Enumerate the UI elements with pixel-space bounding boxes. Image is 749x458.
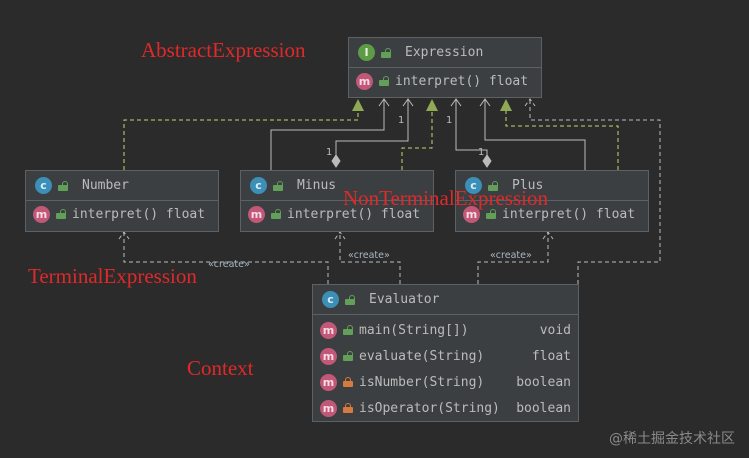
method-icon: m <box>356 72 373 90</box>
method-icon: m <box>320 321 337 339</box>
method-signature: evaluate(String) <box>359 348 485 364</box>
arrow-head-7 <box>334 231 346 240</box>
realization-minus-line <box>401 110 433 170</box>
method-row: m interpret() float <box>349 68 541 94</box>
method-return-type: float <box>531 348 571 364</box>
dependency-evaluator-number <box>123 232 329 284</box>
node-title: Number <box>82 178 129 193</box>
public-lock-icon <box>271 209 281 219</box>
arrow-head-1 <box>378 98 390 107</box>
association-minus-body <box>335 99 409 160</box>
node-title: Evaluator <box>369 292 440 307</box>
method-row: m interpret() float <box>241 201 433 227</box>
annotation-terminal-expression: TerminalExpression <box>28 264 197 288</box>
annotation-abstract-expression: AbstractExpression <box>141 38 306 62</box>
node-header: c Plus <box>456 171 648 201</box>
method-signature: isNumber(String) <box>359 374 485 390</box>
public-lock-icon <box>486 209 496 219</box>
arrow-head-5 <box>524 98 536 107</box>
arrow-head-4 <box>479 98 491 107</box>
watermark: @稀土掘金技术社区 <box>609 431 735 447</box>
method-icon: m <box>463 205 480 223</box>
expression-interface-node[interactable]: I Expression m interpret() float <box>348 37 542 98</box>
node-header: c Evaluator <box>313 285 578 315</box>
node-header: c Number <box>26 171 218 201</box>
association-minus-left <box>270 99 385 170</box>
class-icon: c <box>250 177 267 194</box>
method-signature: main(String[]) <box>359 322 469 338</box>
multiplicity-one-a: 1 <box>398 115 404 126</box>
create-label-plus: «create» <box>490 250 532 261</box>
method-icon: m <box>33 205 50 223</box>
dependency-evaluator-expression <box>529 99 661 298</box>
realization-arrowhead-number <box>352 99 364 111</box>
dependency-evaluator-minus <box>339 232 401 284</box>
method-icon: m <box>320 373 337 391</box>
multiplicity-one-d: 1 <box>478 147 484 158</box>
method-row: m main(String[]) void <box>313 317 578 343</box>
number-class-node[interactable]: c Number m interpret() float <box>25 170 219 232</box>
composition-diamond-plus <box>482 154 492 168</box>
class-icon: c <box>322 291 339 308</box>
realization-number-line <box>123 110 359 170</box>
association-plus-right <box>484 99 586 170</box>
class-icon: c <box>465 177 482 194</box>
realization-plus-line <box>505 110 619 170</box>
public-lock-icon <box>488 180 498 191</box>
create-label-minus: «create» <box>348 250 390 261</box>
method-return-type: boolean <box>516 400 571 416</box>
minus-class-node[interactable]: c Minus m interpret() float <box>240 170 434 232</box>
public-lock-icon <box>273 180 283 191</box>
arrow-head-6 <box>118 231 130 240</box>
method-return-type: void <box>539 322 571 338</box>
composition-diamond-minus <box>331 154 341 168</box>
arrow-head-2 <box>402 98 414 107</box>
method-row: m evaluate(String) float <box>313 343 578 369</box>
annotation-non-terminal-expression: NonTerminalExpression <box>343 186 548 210</box>
method-icon: m <box>320 347 337 365</box>
realization-arrowhead-plus <box>500 99 512 111</box>
public-lock-icon <box>56 209 66 219</box>
public-lock-icon <box>343 325 353 335</box>
arrow-head-3 <box>450 98 462 107</box>
node-title: Plus <box>512 178 544 193</box>
method-signature: interpret() float <box>72 206 206 222</box>
method-icon: m <box>320 399 337 417</box>
multiplicity-one-c: 1 <box>326 147 332 158</box>
method-row: m interpret() float <box>26 201 218 227</box>
public-lock-icon <box>345 294 355 305</box>
evaluator-class-node[interactable]: c Evaluator m main(String[]) void m eval… <box>312 284 579 422</box>
public-lock-icon <box>343 351 353 361</box>
multiplicity-one-b: 1 <box>446 115 452 126</box>
realization-arrowhead-minus <box>426 99 438 111</box>
node-header: I Expression <box>349 38 541 68</box>
public-lock-icon <box>381 47 391 58</box>
method-signature: interpret() float <box>502 206 636 222</box>
public-lock-icon <box>58 180 68 191</box>
plus-class-node[interactable]: c Plus m interpret() float <box>455 170 649 232</box>
arrow-head-8 <box>542 231 554 240</box>
node-header: c Minus <box>241 171 433 201</box>
node-title: Expression <box>405 45 484 60</box>
method-row: m isNumber(String) boolean <box>313 369 578 395</box>
interface-icon: I <box>358 44 375 61</box>
method-signature: isOperator(String) <box>359 400 500 416</box>
method-signature: interpret() float <box>287 206 421 222</box>
method-icon: m <box>248 205 265 223</box>
method-signature: interpret() float <box>395 73 529 89</box>
public-lock-icon <box>379 76 389 86</box>
class-icon: c <box>35 177 52 194</box>
private-lock-icon <box>343 377 353 387</box>
dependency-evaluator-plus <box>477 232 549 284</box>
create-label-number: «create» <box>208 259 250 270</box>
method-row: m interpret() float <box>456 201 648 227</box>
private-lock-icon <box>343 403 353 413</box>
method-list: m main(String[]) void m evaluate(String)… <box>313 315 578 421</box>
annotation-context: Context <box>187 356 254 380</box>
method-row: m isOperator(String) boolean <box>313 395 578 421</box>
method-return-type: boolean <box>516 374 571 390</box>
node-title: Minus <box>297 178 337 193</box>
